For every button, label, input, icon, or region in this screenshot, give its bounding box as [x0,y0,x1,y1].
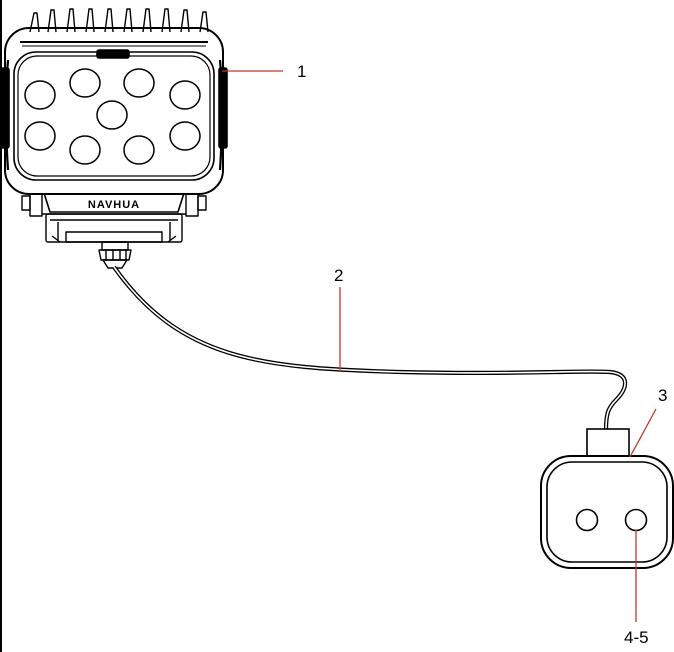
connector-pin [575,508,599,532]
led [169,80,201,110]
cable-gland [98,241,132,269]
work-light [0,8,228,269]
callout-4-5-label: 4-5 [624,628,649,647]
callout-leaders [222,70,657,622]
callout-3-label: 3 [658,386,667,405]
left-side-tab [0,67,10,149]
lens-frame [13,51,215,181]
brand-logo-text: NAVHUA [88,199,140,211]
connector-housing-inner [546,461,668,563]
led [123,135,155,165]
callout-1-label: 1 [297,62,306,81]
connector [540,428,674,569]
led [96,100,128,130]
led [24,80,56,110]
connector-pin [624,508,648,532]
callout-2-label: 2 [334,266,343,285]
led [24,121,56,151]
led [169,121,201,151]
leader-3 [629,408,657,458]
led-array [24,68,201,165]
heatsink-fins [29,8,209,33]
led [123,68,155,98]
brand-strip [43,192,185,213]
lens [17,55,211,177]
right-side-tab [218,67,228,149]
connector-strain-relief [586,428,630,459]
cable [112,265,628,431]
led [69,135,101,165]
led [69,68,101,98]
